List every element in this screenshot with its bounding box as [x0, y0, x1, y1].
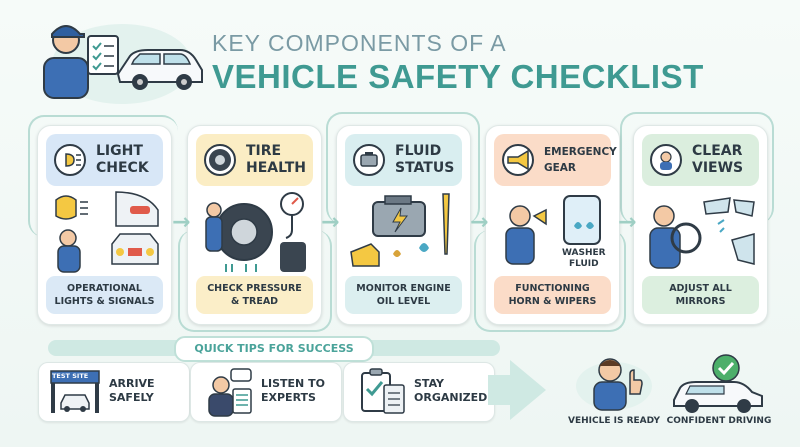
card-footer-text: OPERATIONAL LIGHTS & SIGNALS [54, 283, 155, 307]
flow-outline-1 [28, 115, 178, 237]
tip-label: ARRIVE SAFELY [109, 377, 155, 404]
card-footer-text: CHECK PRESSURE & TREAD [207, 283, 302, 307]
card-footer: OPERATIONAL LIGHTS & SIGNALS [46, 276, 163, 314]
card-header: TIRE HEALTH [196, 134, 313, 186]
card-footer: ADJUST ALL MIRRORS [642, 276, 759, 314]
card-clear-views: CLEAR VIEWS ADJUST ALL MIRRORS [633, 125, 768, 325]
flow-outline-3 [326, 112, 480, 224]
card-light-check: LIGHT CHECK OPERATIONAL LIGHTS & SIGNALS [37, 125, 172, 325]
headlight-icon [54, 144, 86, 176]
light-check-illustration [55, 191, 159, 273]
flow-arrow-4: → [618, 210, 637, 235]
flow-outline-2 [178, 230, 332, 332]
page-title-line2: VEHICLE SAFETY CHECKLIST [212, 58, 704, 95]
card-footer: FUNCTIONING HORN & WIPERS [494, 276, 611, 314]
card-emergency-gear: EMERGENCY GEAR WASHER FLUID FUNCTIONING … [485, 125, 620, 325]
card-footer: MONITOR ENGINE OIL LEVEL [345, 276, 462, 314]
outcome-caption-confident: CONFIDENT DRIVING [666, 416, 772, 426]
checklist-icon [361, 368, 405, 414]
page-title-line1: KEY COMPONENTS OF A [212, 30, 507, 56]
car-check-icon [673, 354, 763, 413]
card-title: CLEAR VIEWS [692, 143, 744, 176]
inspector-icon [43, 25, 119, 99]
flow-arrow-1: → [172, 210, 191, 235]
clipboard-person-icon [208, 368, 252, 417]
tip-label: STAY ORGANIZED [414, 377, 488, 404]
card-title: EMERGENCY GEAR [544, 146, 617, 174]
flow-outline-4 [474, 230, 626, 332]
engine-icon [353, 144, 385, 176]
card-header: FLUID STATUS [345, 134, 462, 186]
outcome-arrow-tail [488, 375, 512, 405]
fluid-status-illustration [350, 193, 450, 267]
driver-icon [650, 144, 682, 176]
card-header: EMERGENCY GEAR [494, 134, 617, 186]
header-illustration [30, 14, 205, 104]
emergency-gear-illustration [505, 195, 601, 265]
tip-label: LISTEN TO EXPERTS [261, 377, 325, 404]
tip-stay-organized: STAY ORGANIZED [343, 362, 495, 422]
flow-outline-5 [620, 112, 774, 224]
tips-header: QUICK TIPS FOR SUCCESS [174, 336, 374, 362]
washer-fluid-label: WASHER FLUID [562, 248, 606, 269]
card-footer: CHECK PRESSURE & TREAD [196, 276, 313, 314]
tire-icon [204, 144, 236, 176]
thumbs-up-person-icon [576, 358, 652, 411]
card-title: LIGHT CHECK [96, 143, 149, 176]
card-fluid-status: FLUID STATUS MONITOR ENGINE OIL LEVEL [336, 125, 471, 325]
tip-listen-to-experts: LISTEN TO EXPERTS [190, 362, 342, 422]
card-title: TIRE HEALTH [246, 143, 306, 176]
card-header: CLEAR VIEWS [642, 134, 759, 186]
car-icon [116, 49, 203, 90]
card-footer-text: ADJUST ALL MIRRORS [669, 283, 732, 307]
test-site-sign-text: TEST SITE [52, 372, 89, 380]
clear-views-illustration [649, 197, 755, 269]
test-site-icon [50, 370, 100, 413]
card-header: LIGHT CHECK [46, 134, 163, 186]
outcome-arrow [510, 360, 546, 420]
tip-arrive-safely: TEST SITE ARRIVE SAFELY [38, 362, 190, 422]
horn-icon [502, 144, 534, 176]
flow-arrow-3: → [470, 210, 489, 235]
card-footer-text: MONITOR ENGINE OIL LEVEL [356, 283, 451, 307]
tire-health-illustration [205, 192, 306, 272]
card-tire-health: TIRE HEALTH CHECK PRESSURE & TREAD [187, 125, 322, 325]
flow-arrow-2: → [321, 210, 340, 235]
card-footer-text: FUNCTIONING HORN & WIPERS [508, 283, 597, 307]
outcome-caption-ready: VEHICLE IS READY [568, 416, 660, 426]
card-title: FLUID STATUS [395, 143, 455, 176]
